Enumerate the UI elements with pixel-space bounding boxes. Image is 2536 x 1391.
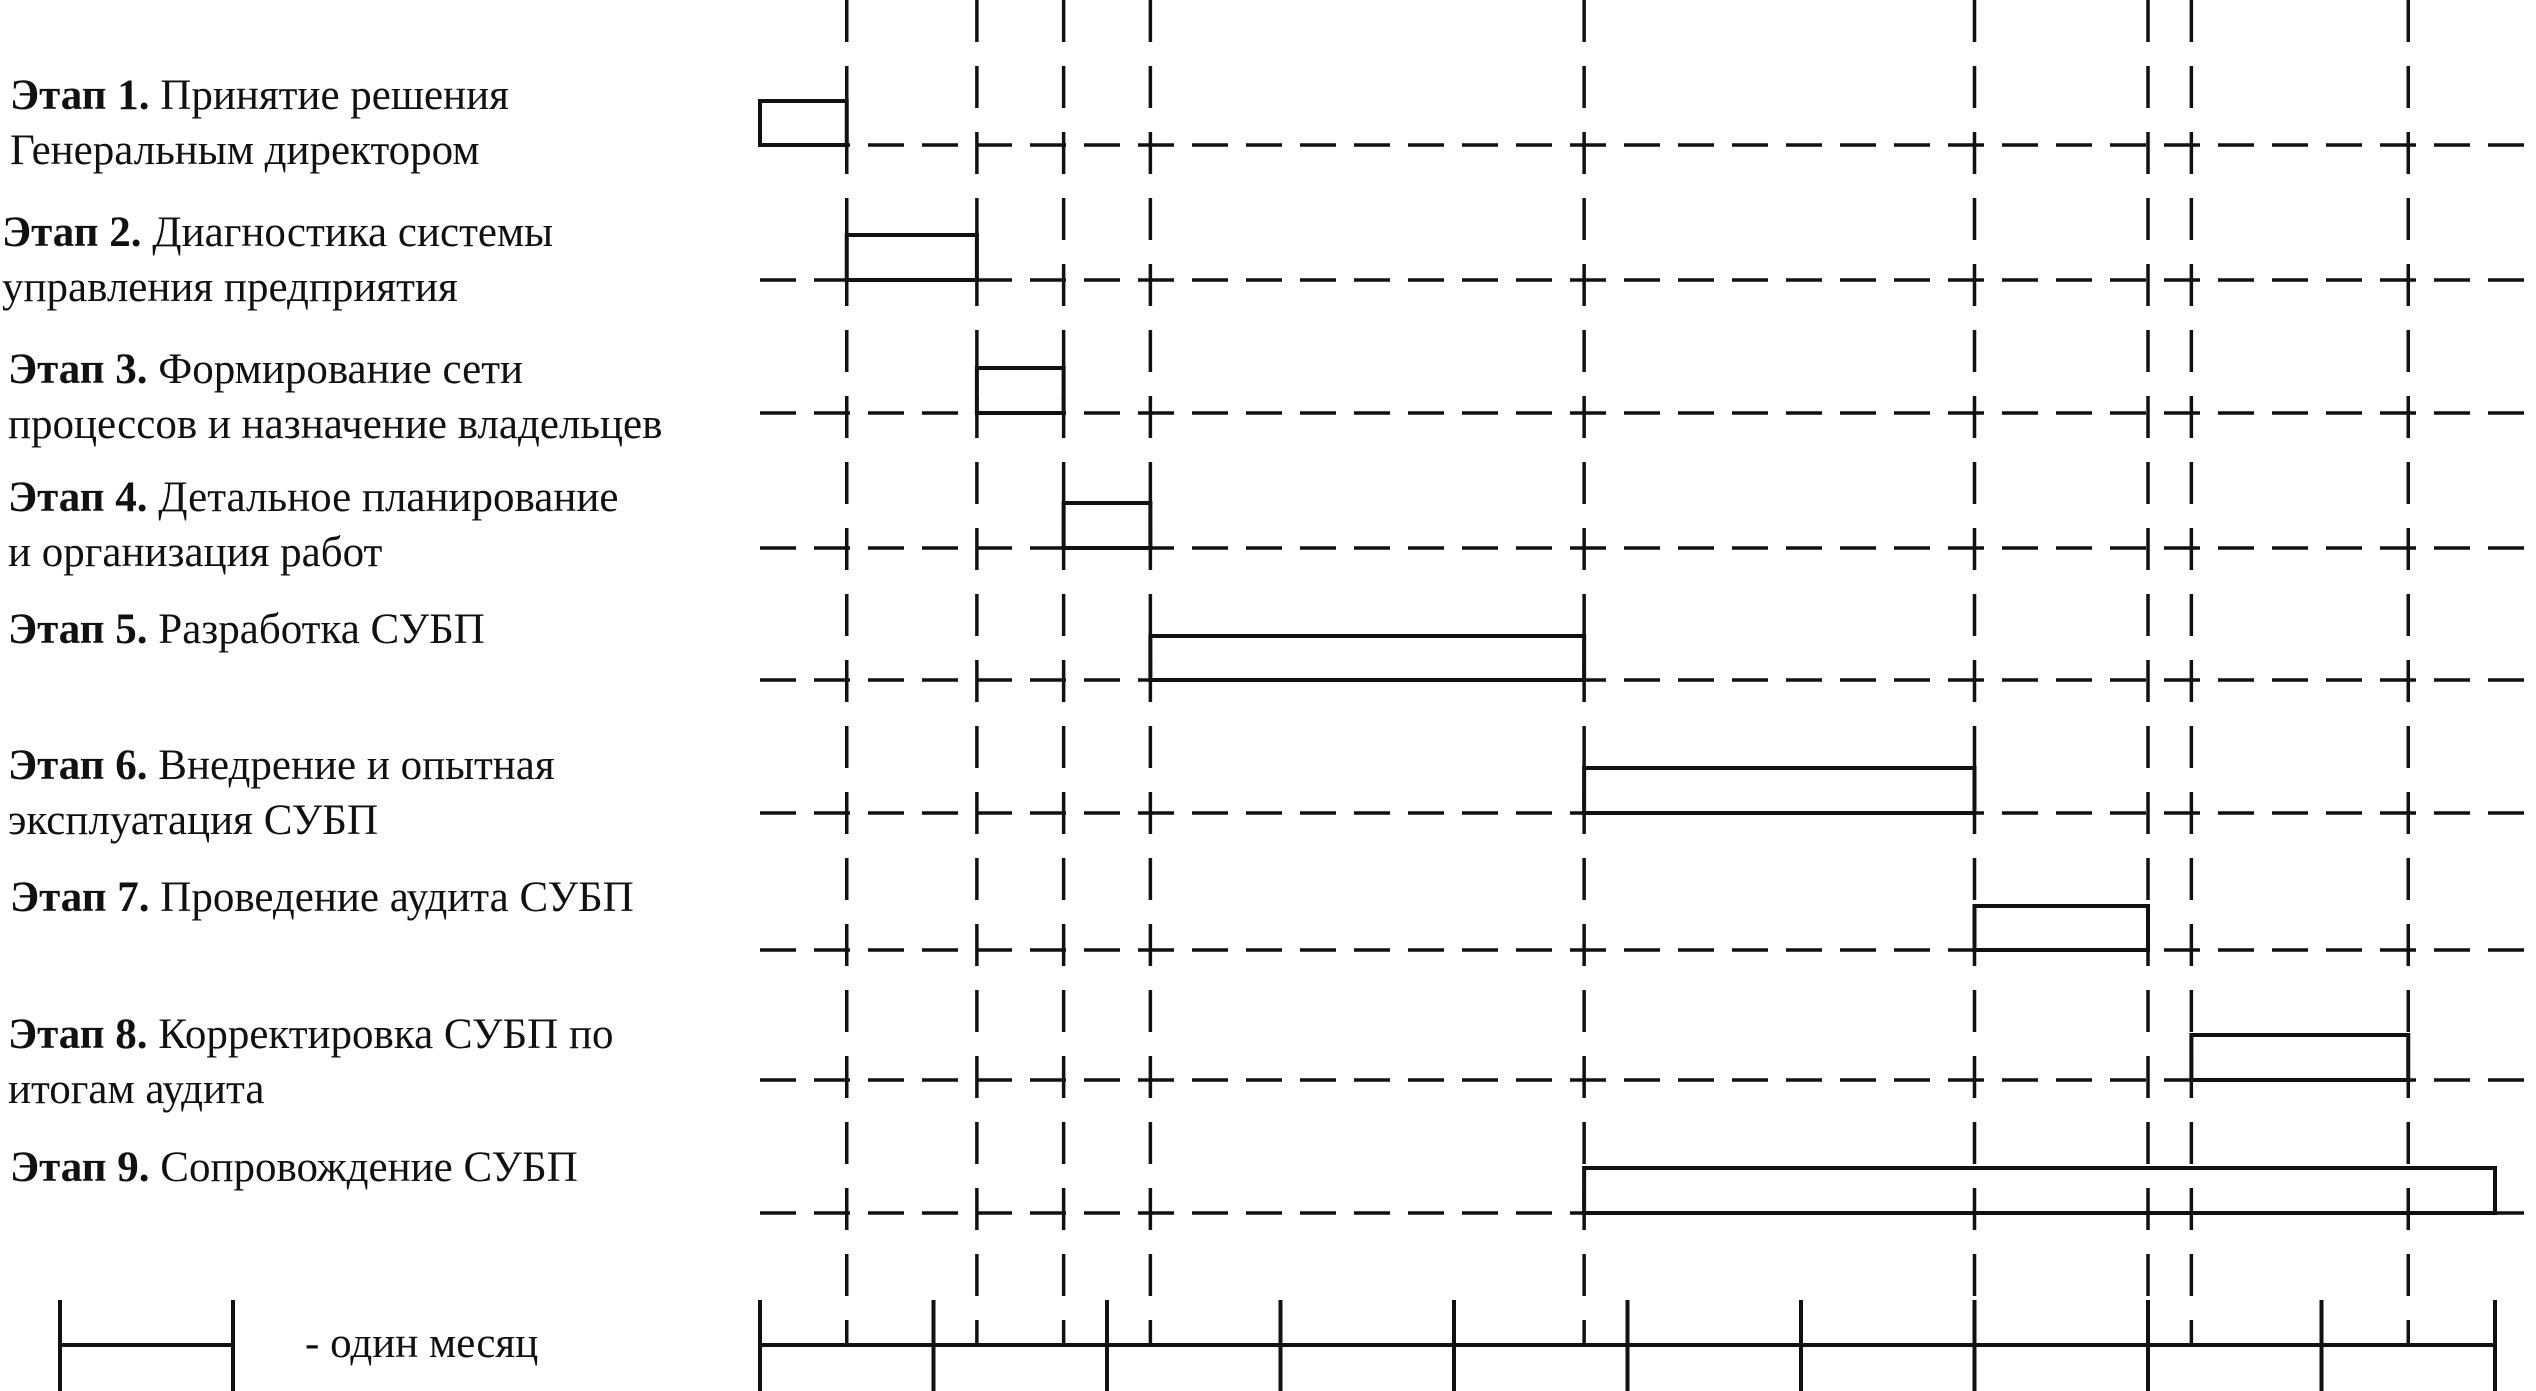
stage-label-3: Этап 3. Формирование сети процессов и наз… [8, 342, 662, 452]
stage-title-line2: итогам аудита [8, 1066, 265, 1113]
stage-label-2: Этап 2. Диагностика системы управления пр… [2, 205, 553, 315]
stage-title-line1: Сопровождение СУБП [149, 1144, 578, 1191]
stage-number: Этап 2. [2, 209, 142, 256]
stage-title-line2: процессов и назначение владельцев [8, 401, 663, 448]
legend-label: - один месяц [305, 1320, 539, 1367]
stage-title-line2: управления предприятия [2, 264, 458, 311]
stage-title-line1: Проведение аудита СУБП [149, 874, 634, 921]
stage-bar-2 [844, 233, 979, 282]
stage-number: Этап 7. [10, 874, 150, 921]
stage-title-line2: эксплуатация СУБП [8, 797, 378, 844]
stage-label-5: Этап 5. Разработка СУБП [8, 602, 485, 657]
stage-number: Этап 4. [8, 474, 148, 521]
stage-label-4: Этап 4. Детальное планирование и организа… [8, 470, 618, 580]
stage-label-7: Этап 7. Проведение аудита СУБП [10, 870, 634, 925]
stage-bar-5 [1148, 634, 1587, 682]
stage-bar-1 [758, 99, 849, 147]
stage-title-line1: Принятие решения [149, 72, 509, 119]
stage-label-8: Этап 8. Корректировка СУБП по итогам ауди… [8, 1007, 613, 1117]
stage-title-line1: Диагностика системы [141, 209, 554, 256]
stage-bar-3 [974, 366, 1066, 415]
stage-title-line1: Разработка СУБП [147, 606, 485, 653]
stage-number: Этап 6. [8, 742, 148, 789]
stage-number: Этап 8. [8, 1011, 148, 1058]
stage-title-line1: Внедрение и опытная [147, 742, 555, 789]
stage-label-9: Этап 9. Сопровождение СУБП [10, 1140, 578, 1195]
stage-title-line2: Генеральным директором [10, 127, 480, 174]
stage-number: Этап 1. [10, 72, 150, 119]
stage-number: Этап 3. [8, 346, 148, 393]
stage-label-6: Этап 6. Внедрение и опытная эксплуатация … [8, 738, 555, 848]
stage-title-line1: Формирование сети [147, 346, 524, 393]
stage-bar-7 [1972, 904, 2150, 952]
stage-bar-9 [1582, 1166, 2497, 1215]
stage-number: Этап 5. [8, 606, 148, 653]
stage-bar-6 [1582, 766, 1977, 815]
stage-bar-8 [2189, 1033, 2411, 1082]
stage-title-line1: Детальное планирование [147, 474, 619, 521]
stage-number: Этап 9. [10, 1144, 150, 1191]
stage-title-line1: Корректировка СУБП по [147, 1011, 614, 1058]
stage-bar-4 [1061, 501, 1153, 550]
stage-title-line2: и организация работ [8, 529, 383, 576]
